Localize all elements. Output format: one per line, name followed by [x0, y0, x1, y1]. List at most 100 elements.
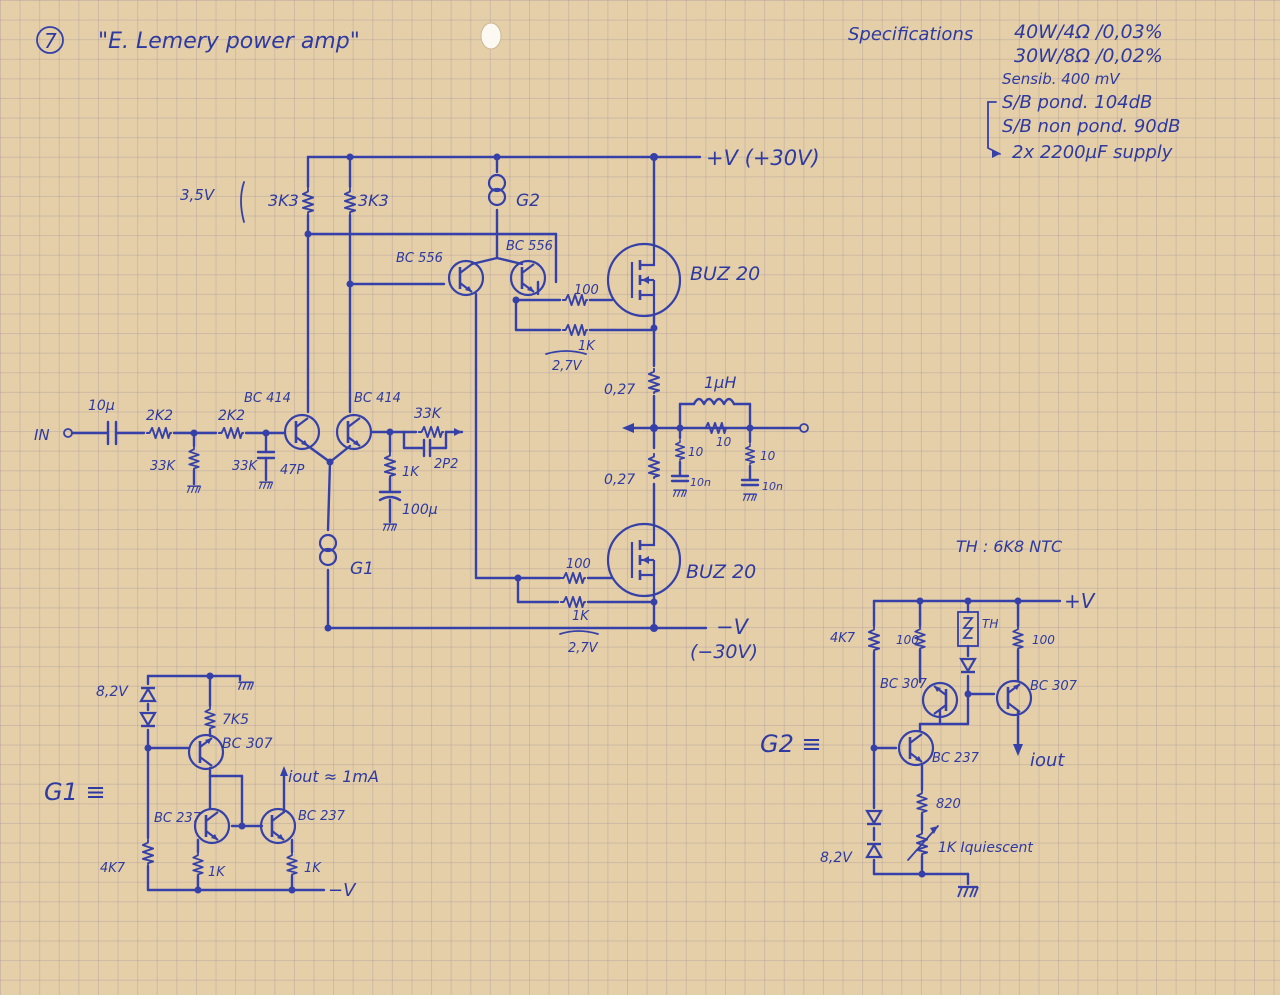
resistor-1k-g1-right — [286, 852, 298, 876]
spec-line-3: Sensib. 400 mV — [1002, 70, 1121, 88]
spec-line-4: S/B pond. 104dB — [1002, 92, 1152, 113]
sheet-number-circle — [36, 26, 64, 54]
transistor-bc237-g2 — [897, 729, 935, 767]
resistor-1k-bot-label: 1K — [572, 609, 590, 624]
spec-line-5: S/B non pond. 90dB — [1002, 116, 1181, 137]
input-label: IN — [34, 426, 50, 444]
spec-line-6: 2x 2200µF supply — [1012, 142, 1173, 163]
transistor-bc307-g1 — [187, 733, 225, 771]
spec-line-2: 30W/8Ω /0,02% — [1014, 45, 1163, 67]
mosfet-buz20-top-label: BUZ 20 — [690, 263, 760, 285]
resistor-33k-fb-label: 33K — [414, 406, 443, 422]
capacitor-10n-left-label: 10n — [690, 476, 711, 489]
resistor-100-bot-label: 100 — [566, 557, 591, 572]
voltage-bracket — [545, 350, 587, 355]
resistor-10-zobel-right — [745, 442, 755, 466]
g1-1k-a-label: 1K — [208, 865, 226, 880]
spec-arrow-icon — [992, 150, 1000, 158]
capacitor-10u-label: 10µ — [88, 398, 115, 414]
resistor-1k-fb-label: 1K — [402, 465, 420, 480]
junction-dot — [194, 886, 202, 894]
resistor-027-top — [648, 367, 660, 395]
voltage-bot-label: 2,7V — [568, 641, 599, 656]
junction-dot — [918, 870, 926, 878]
ground-icon — [258, 481, 274, 490]
resistor-33k-2-label: 33K — [232, 459, 259, 474]
capacitor-100u-label: 100µ — [402, 502, 438, 518]
resistor-33k-gnd — [188, 446, 200, 470]
inductor-1uh-label: 1µH — [704, 373, 736, 392]
g2-100-a-label: 100 — [896, 633, 919, 647]
spec-heading: Specifications — [848, 24, 973, 45]
resistor-33k-fb — [417, 426, 445, 438]
wire — [328, 444, 352, 464]
mosfet-buz20-bot — [606, 522, 682, 598]
resistor-027-bot-label: 0,27 — [604, 472, 635, 488]
current-source-g1-label: G1 — [350, 559, 374, 579]
g2-circuit-label: G2 ≡ — [760, 730, 822, 758]
junction-dot — [650, 624, 658, 632]
mosfet-buz20-bot-label: BUZ 20 — [686, 561, 756, 583]
transistor-bc414-left — [283, 413, 321, 451]
g2-zener-label: 8,2V — [820, 850, 853, 866]
ground-icon — [382, 523, 398, 532]
g2-4k7-label: 4K7 — [830, 631, 856, 646]
voltage-top-label: 2,7V — [552, 359, 583, 374]
junction-dot — [288, 886, 296, 894]
feedback-arrow-icon — [622, 423, 634, 433]
resistor-027-top-label: 0,27 — [604, 382, 635, 398]
resistor-4k7-g2 — [868, 626, 880, 652]
junction-dot — [346, 280, 354, 288]
wire — [495, 256, 524, 266]
resistor-10-zobel-left-label: 10 — [688, 445, 704, 459]
header: 7 "E. Lemery power amp" Specifications 4… — [36, 21, 1181, 163]
mosfet-buz20-top — [606, 242, 682, 318]
zener-diode-icon — [139, 686, 157, 703]
resistor-027-bot — [648, 451, 660, 481]
transistor-bc414-left-label: BC 414 — [244, 391, 291, 406]
voltage-bracket — [240, 181, 245, 223]
resistor-100-bot — [559, 572, 587, 584]
g1-bc237-left-label: BC 237 — [154, 811, 202, 826]
junction-dot — [304, 230, 312, 238]
ground-icon — [672, 489, 688, 498]
resistor-10-series-label: 10 — [716, 435, 732, 449]
resistor-100-top-label: 100 — [574, 283, 599, 298]
current-arrow-icon — [280, 766, 288, 776]
resistor-3k3-right — [344, 187, 356, 215]
resistor-2k2-a-label: 2K2 — [146, 408, 173, 424]
resistor-3k3-right-label: 3K3 — [358, 191, 389, 210]
g1-zener-label: 8,2V — [96, 684, 129, 700]
g1-bc237-right-label: BC 237 — [298, 809, 346, 824]
transistor-bc414-right-label: BC 414 — [354, 391, 401, 406]
voltage-bracket — [559, 630, 599, 635]
current-arrow-icon — [1013, 744, 1023, 756]
g1-4k7-label: 4K7 — [100, 861, 126, 876]
zener-diode-icon — [865, 842, 883, 859]
spec-bracket — [987, 101, 1001, 155]
resistor-3k3-left-label: 3K3 — [268, 191, 299, 210]
g2-100-b-label: 100 — [1032, 633, 1055, 647]
g1-current-source-circuit: G1 ≡ 8,2V 7K5 BC 307 BC 237 BC 237 iout … — [44, 672, 379, 901]
capacitor-10n-right-label: 10n — [762, 480, 783, 493]
wire — [326, 460, 332, 532]
resistor-2k2-a — [145, 427, 173, 439]
resistor-33k-gnd-label: 33K — [150, 459, 177, 474]
pot-arrow-icon — [930, 826, 938, 834]
transistor-bc556-right-label: BC 556 — [506, 239, 553, 254]
g2-current-source-circuit: TH : 6K8 NTC G2 ≡ +V 4K7 100 TH 100 BC 3… — [760, 537, 1096, 899]
resistor-1k-top-label: 1K — [578, 339, 596, 354]
g1-7k5-label: 7K5 — [222, 712, 249, 728]
resistor-1k-bot — [559, 596, 587, 608]
transistor-bc556-left — [447, 259, 485, 297]
capacitor-plate — [378, 495, 402, 502]
g1-1k-b-label: 1K — [304, 861, 322, 876]
resistor-2k2-b — [217, 427, 245, 439]
g2-pot-label: 1K Iquiescent — [938, 840, 1033, 856]
g1-neg-rail-label: −V — [328, 880, 357, 901]
current-source-g2 — [487, 173, 507, 207]
transistor-bc307-g2-right — [995, 679, 1033, 717]
resistor-10-zobel-right-label: 10 — [760, 449, 776, 463]
